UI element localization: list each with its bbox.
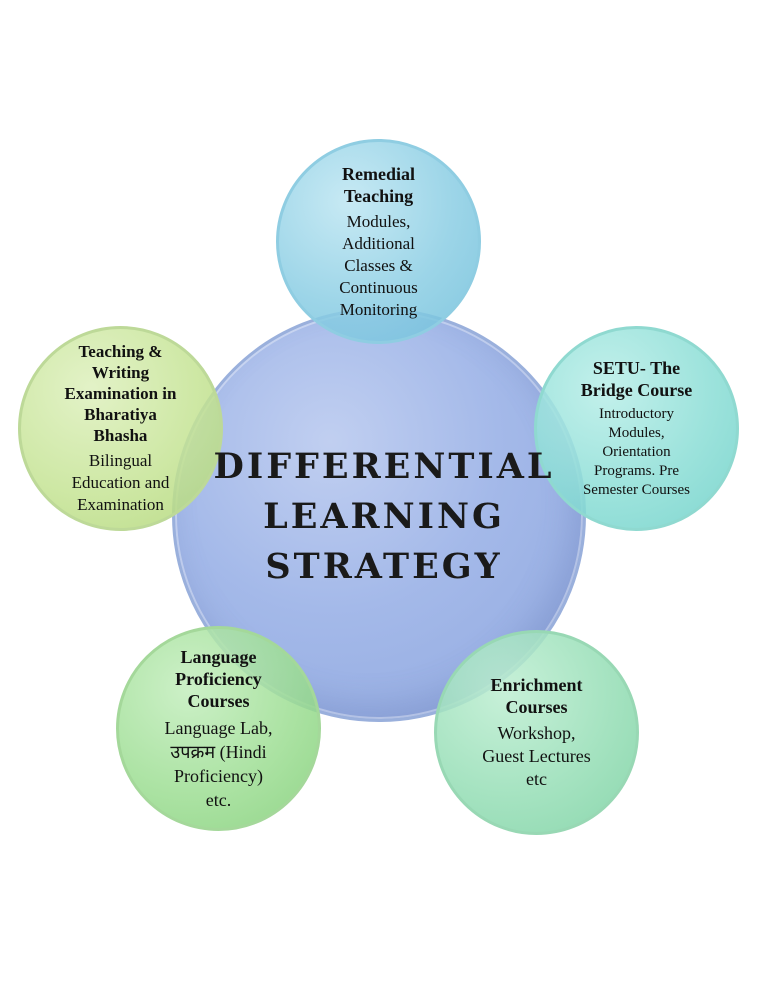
node-setu-bridge-course: SETU- The Bridge Course Introductory Mod… xyxy=(534,326,739,531)
node-title: Enrichment Courses xyxy=(490,675,583,717)
node-title: Language Proficiency Courses xyxy=(175,646,262,711)
node-description: Language Lab, उपक्रम (Hindi Proficiency)… xyxy=(164,717,273,810)
node-enrichment-courses: Enrichment Courses Workshop, Guest Lectu… xyxy=(434,630,639,835)
node-bharatiya-bhasha: Teaching & Writing Examination in Bharat… xyxy=(18,326,223,531)
node-description: Modules, Additional Classes & Continuous… xyxy=(339,211,418,319)
node-remedial-teaching: Remedial Teaching Modules, Additional Cl… xyxy=(276,139,481,344)
node-description: Bilingual Education and Examination xyxy=(71,451,170,514)
node-title: Remedial Teaching xyxy=(342,163,415,206)
node-title: Teaching & Writing Examination in Bharat… xyxy=(64,342,177,445)
node-language-proficiency: Language Proficiency Courses Language La… xyxy=(116,626,321,831)
node-description: Introductory Modules, Orientation Progra… xyxy=(582,406,691,498)
node-description: Workshop, Guest Lectures etc xyxy=(482,723,591,789)
node-title: SETU- The Bridge Course xyxy=(580,358,693,400)
